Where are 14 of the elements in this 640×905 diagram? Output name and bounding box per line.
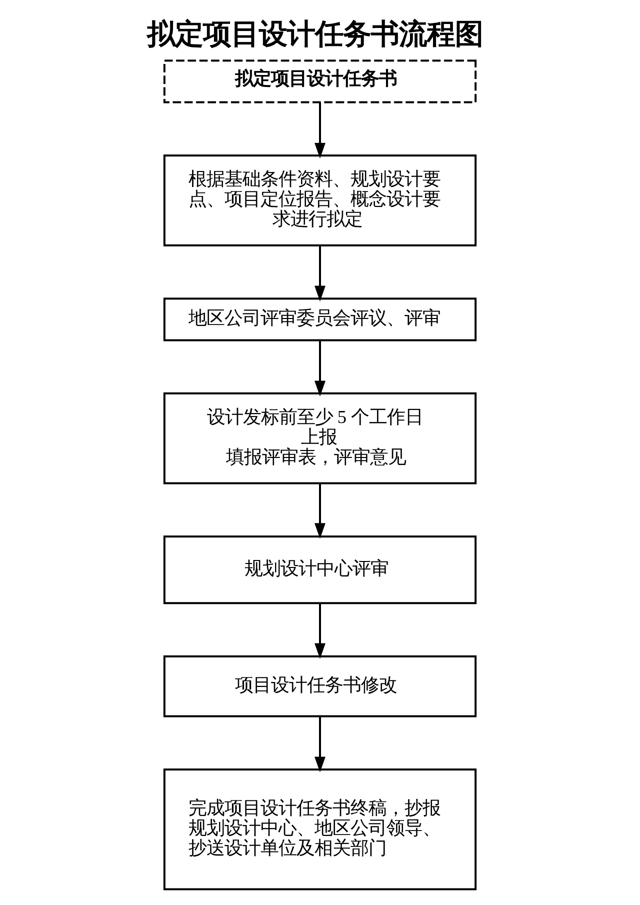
arrow bbox=[314, 246, 326, 302]
node-box: 地区公司评审委员会评议、评审 bbox=[163, 298, 477, 342]
arrow bbox=[314, 340, 326, 396]
arrow bbox=[314, 483, 326, 539]
node-box: 规划设计中心评审 bbox=[163, 536, 477, 604]
node-box: 根据基础条件资料、规划设计要点、项目定位报告、概念设计要求进行拟定 bbox=[163, 154, 477, 246]
node-box: 设计发标前至少 5 个工作日上报 填报评审表，评审意见 bbox=[163, 392, 477, 484]
arrow bbox=[314, 102, 326, 159]
node-box: 完成项目设计任务书终稿，抄报规划设计中心、地区公司领导、抄送设计单位及相关部门 bbox=[163, 768, 477, 890]
arrow bbox=[314, 604, 326, 659]
diagram-title: 拟定项目设计任务书流程图 bbox=[146, 19, 483, 50]
arrow bbox=[314, 716, 326, 772]
node-box: 项目设计任务书修改 bbox=[163, 655, 477, 718]
node-box: 拟定项目设计任务书 bbox=[163, 60, 477, 104]
